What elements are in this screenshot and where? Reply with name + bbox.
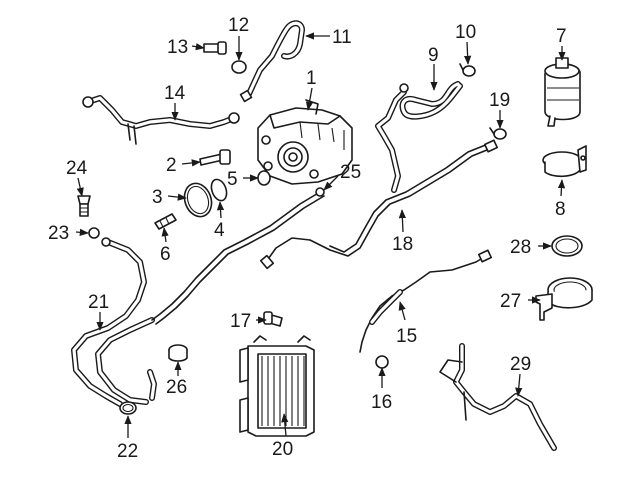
- small-o-ring[interactable]: [209, 177, 230, 202]
- callout-18: 18: [392, 234, 413, 255]
- callout-20: 20: [272, 439, 293, 460]
- reservoir-bracket[interactable]: [542, 145, 587, 178]
- callout-27: 27: [500, 291, 521, 312]
- callout-10: 10: [455, 22, 476, 43]
- callout-28: 28: [510, 237, 531, 258]
- return-hose-21[interactable]: [71, 187, 325, 407]
- callout-numbers: 1 2 3 4 5 6 7 8 9 10 11 12 13 14 15 16 1…: [48, 15, 567, 462]
- fluid-reservoir[interactable]: [544, 57, 581, 127]
- seal-ring-28[interactable]: [551, 235, 583, 257]
- hose-clamp-10[interactable]: [459, 63, 476, 77]
- callout-24: 24: [66, 158, 88, 179]
- hose-clamp-22[interactable]: [119, 401, 137, 415]
- return-hose[interactable]: [375, 81, 463, 193]
- clip-23[interactable]: [88, 227, 100, 239]
- banjo-bolt[interactable]: [203, 41, 227, 55]
- pressure-line-18[interactable]: [259, 139, 499, 270]
- callout-15: 15: [396, 326, 417, 347]
- callout-23: 23: [48, 223, 69, 244]
- callout-4: 4: [214, 220, 225, 241]
- callout-11: 11: [332, 27, 352, 48]
- oil-cooler[interactable]: [239, 335, 315, 437]
- sealing-washer[interactable]: [231, 60, 247, 74]
- callout-9: 9: [428, 45, 439, 66]
- seal-ring[interactable]: [257, 170, 271, 186]
- callout-8: 8: [555, 199, 566, 220]
- callout-17: 17: [230, 311, 251, 332]
- callout-21: 21: [88, 292, 109, 313]
- callout-6: 6: [160, 244, 171, 265]
- callout-26: 26: [166, 377, 187, 398]
- suction-hose[interactable]: [82, 95, 240, 145]
- mounting-bolt[interactable]: [199, 149, 231, 166]
- callout-22: 22: [117, 441, 138, 462]
- bolt-24[interactable]: [77, 195, 91, 217]
- tube-29[interactable]: [439, 343, 557, 451]
- power-steering-pump[interactable]: [257, 99, 353, 185]
- cooler-bracket[interactable]: [535, 277, 593, 321]
- callout-5: 5: [227, 169, 238, 190]
- callout-29: 29: [510, 354, 531, 375]
- callout-13: 13: [167, 37, 188, 58]
- cooler-line-15[interactable]: [359, 249, 493, 353]
- callout-7: 7: [556, 26, 567, 47]
- callout-19: 19: [489, 90, 510, 111]
- hose-clamp-19[interactable]: [489, 127, 507, 140]
- leader-lines: [75, 32, 566, 438]
- callout-16: 16: [371, 392, 392, 413]
- callout-2: 2: [166, 155, 177, 176]
- callout-14: 14: [164, 83, 186, 104]
- callout-12: 12: [228, 15, 249, 36]
- callout-25: 25: [340, 162, 361, 183]
- cap-26[interactable]: [168, 344, 188, 362]
- o-ring-16[interactable]: [375, 355, 389, 369]
- large-o-ring[interactable]: [180, 180, 216, 221]
- union-fitting[interactable]: [154, 213, 177, 230]
- callout-1: 1: [306, 68, 317, 89]
- bolt-17[interactable]: [263, 311, 283, 327]
- pressure-hose[interactable]: [239, 20, 305, 103]
- callout-3: 3: [152, 187, 163, 208]
